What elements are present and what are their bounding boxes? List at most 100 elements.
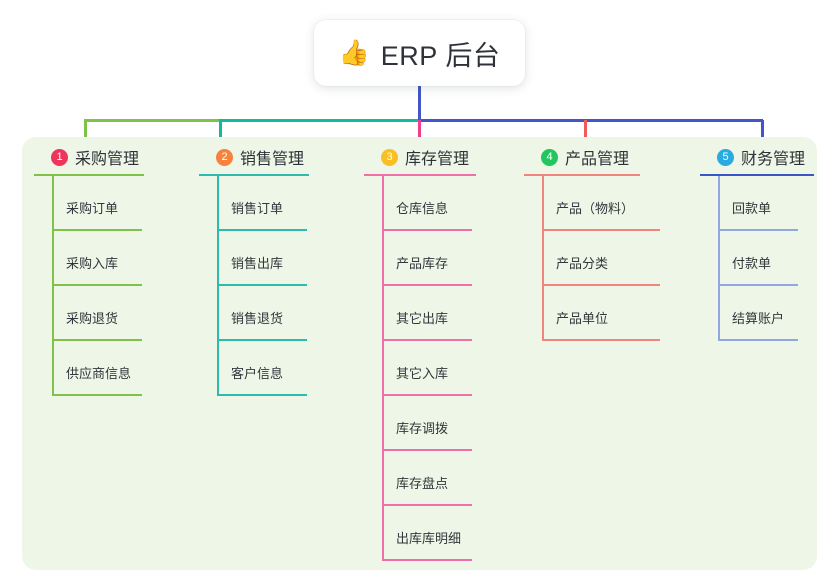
branch-header-rule [700,174,814,176]
branch-title: 产品管理 [565,151,630,168]
branch-header-rule [364,174,476,176]
branch-header-rule [34,174,144,176]
branch-item[interactable]: 其它出库 [364,286,476,341]
branch-item-label: 付款单 [732,256,772,271]
branch-item[interactable]: 销售出库 [199,231,309,286]
connector-drop-3 [418,120,421,140]
branch-header-5[interactable]: 5 财务管理 [700,146,814,168]
branch-item[interactable]: 产品分类 [524,231,660,286]
branch-item-rule [718,229,798,231]
branch-item-label: 仓库信息 [396,201,449,216]
branch-item[interactable]: 产品单位 [524,286,660,341]
branch-items: 回款单付款单结算账户 [700,176,814,341]
branch-item-rule [217,284,307,286]
branch-item-label: 回款单 [732,201,772,216]
branch-item-label: 销售订单 [231,201,284,216]
branch-items: 仓库信息产品库存其它出库其它入库库存调拨库存盘点出库库明细 [364,176,476,561]
branch-item[interactable]: 采购订单 [34,176,144,231]
branch-items: 产品（物料） 产品分类产品单位 [524,176,660,341]
branch-number-badge: 2 [216,148,233,166]
connector-bus-left [84,119,220,122]
branch-title: 采购管理 [75,151,140,168]
branch-item-label: 出库库明细 [396,531,462,546]
branch-header-4[interactable]: 4 产品管理 [524,146,640,168]
branch-item-rule [52,284,142,286]
branch-item[interactable]: 仓库信息 [364,176,476,231]
branch-item-rule [52,394,142,396]
branch-item[interactable]: 结算账户 [700,286,814,341]
branch-item-label: 采购订单 [66,201,119,216]
branch-spine [718,176,720,341]
branch-number-badge: 4 [541,148,558,166]
branch-number-badge: 1 [51,148,68,166]
branch-item-rule [52,229,142,231]
branch-item-rule [382,339,472,341]
thumbs-up-icon: 👍 [338,38,370,67]
branch-header-3[interactable]: 3 库存管理 [364,146,476,168]
branch-item-rule [542,229,660,231]
branch-item[interactable]: 销售订单 [199,176,309,231]
branch-header-rule [199,174,309,176]
branch-item-label: 客户信息 [231,366,284,381]
branch-item[interactable]: 采购入库 [34,231,144,286]
root-node-content: 👍 ERP 后台 [339,34,501,73]
branch-number-badge: 3 [381,148,398,166]
branch-spine [542,176,544,341]
branch-item[interactable]: 销售退货 [199,286,309,341]
branch-item[interactable]: 出库库明细 [364,506,476,561]
branch-item-label: 其它出库 [396,311,449,326]
diagram-panel [22,137,817,570]
branch-item[interactable]: 供应商信息 [34,341,144,396]
branch-item[interactable]: 产品库存 [364,231,476,286]
branch-item-rule [382,394,472,396]
branch-item[interactable]: 产品（物料） [524,176,660,231]
connector-bus-right [418,119,763,122]
connector-bus-middle [219,119,419,122]
branch-title: 销售管理 [240,151,305,168]
branch-item-label: 结算账户 [732,311,785,326]
branch-item-rule [718,339,798,341]
branch-item[interactable]: 库存盘点 [364,451,476,506]
branch-header-1[interactable]: 1 采购管理 [34,146,144,168]
branch-item-rule [217,339,307,341]
branch-spine [52,176,54,396]
branch-item[interactable]: 库存调拨 [364,396,476,451]
branch-item[interactable]: 其它入库 [364,341,476,396]
branch-item-label: 产品单位 [556,311,609,326]
branch-items: 销售订单销售出库销售退货客户信息 [199,176,309,396]
branch-item-rule [217,229,307,231]
branch-title: 财务管理 [741,151,806,168]
branch-item-label: 供应商信息 [66,366,132,381]
branch-header-2[interactable]: 2 销售管理 [199,146,309,168]
root-node-card[interactable]: 👍 ERP 后台 [314,20,525,86]
root-node-title: ERP 后台 [380,40,501,71]
branch-item-label: 库存调拨 [396,421,449,436]
branch-item-rule [382,504,472,506]
branch-number-badge: 5 [717,148,734,166]
branch-column-3: 3 库存管理仓库信息产品库存其它出库其它入库库存调拨库存盘点出库库明细 [364,146,476,561]
branch-item[interactable]: 客户信息 [199,341,309,396]
branch-item-label: 其它入库 [396,366,449,381]
branch-column-4: 4 产品管理产品（物料） 产品分类产品单位 [524,146,660,341]
branch-column-5: 5 财务管理回款单付款单结算账户 [700,146,814,341]
branch-item-rule [52,339,142,341]
branch-column-1: 1 采购管理采购订单采购入库采购退货供应商信息 [34,146,144,396]
branch-item-label: 销售出库 [231,256,284,271]
branch-spine [382,176,384,561]
branch-title: 库存管理 [405,151,470,168]
connector-drop-2 [219,120,222,140]
branch-item-label: 采购退货 [66,311,119,326]
branch-item-label: 销售退货 [231,311,284,326]
branch-item[interactable]: 回款单 [700,176,814,231]
branch-item-label: 库存盘点 [396,476,449,491]
branch-spine [217,176,219,396]
branch-item-label: 产品（物料） [556,201,635,216]
branch-item-label: 采购入库 [66,256,119,271]
branch-item-rule [542,339,660,341]
branch-item-rule [217,394,307,396]
branch-item-label: 产品分类 [556,256,609,271]
branch-item[interactable]: 付款单 [700,231,814,286]
branch-header-rule [524,174,640,176]
branch-item-label: 产品库存 [396,256,449,271]
branch-item[interactable]: 采购退货 [34,286,144,341]
